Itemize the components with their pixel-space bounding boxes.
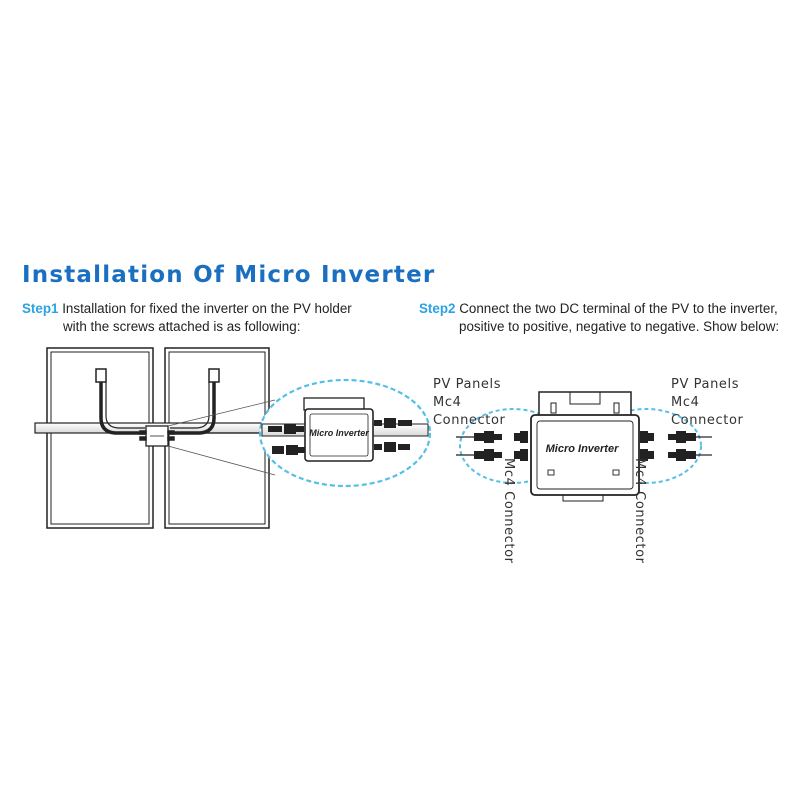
right-label-mc4: Mc4: [671, 395, 699, 410]
step1-diagram: Micro Inverter: [34, 347, 432, 529]
step2-labels-right: PV Panels Mc4 Connector: [671, 377, 744, 428]
step1-line2: with the screws attached is as following…: [63, 319, 301, 334]
left-label-connector: Connector: [433, 413, 506, 428]
step2-labels-left: PV Panels Mc4 Connector: [433, 377, 506, 428]
step1-text: Step1 Installation for fixed the inverte…: [22, 300, 352, 336]
step2-line1: Connect the two DC terminal of the PV to…: [459, 301, 778, 316]
zoom-lines: [167, 399, 276, 476]
left-label-pv-panels: PV Panels: [433, 377, 501, 392]
step2-diagram: Micro Inverter: [456, 391, 712, 502]
right-label-pv-panels: PV Panels: [671, 377, 739, 392]
junction-box-right: [208, 368, 220, 383]
step2-text: Step2 Connect the two DC terminal of the…: [419, 300, 779, 336]
zoom-inverter: Micro Inverter: [303, 397, 374, 462]
zoom-inverter-label: Micro Inverter: [309, 428, 369, 438]
step2-line2: positive to positive, negative to negati…: [459, 319, 780, 334]
zoom-connectors-right: [374, 418, 412, 452]
zoom-connectors-left: [268, 424, 305, 455]
small-inverter: [139, 425, 175, 447]
mc4-connectors-right: [640, 431, 712, 461]
right-label-connector: Connector: [671, 413, 744, 428]
step2-inverter-label: Micro Inverter: [546, 443, 619, 455]
page-title: Installation Of Micro Inverter: [22, 262, 436, 288]
step2-inverter: Micro Inverter: [530, 391, 640, 502]
right-vertical-label: Mc4 Connector: [632, 458, 647, 564]
step1-number: Step1: [22, 301, 59, 316]
mc4-connectors-left: [456, 431, 528, 461]
left-vertical-label: Mc4 Connector: [501, 458, 516, 564]
step1-line1: Installation for fixed the inverter on t…: [62, 301, 352, 316]
left-label-mc4: Mc4: [433, 395, 461, 410]
step2-number: Step2: [419, 301, 456, 316]
junction-box-left: [95, 368, 107, 383]
mc4-circle-right: [590, 408, 702, 484]
